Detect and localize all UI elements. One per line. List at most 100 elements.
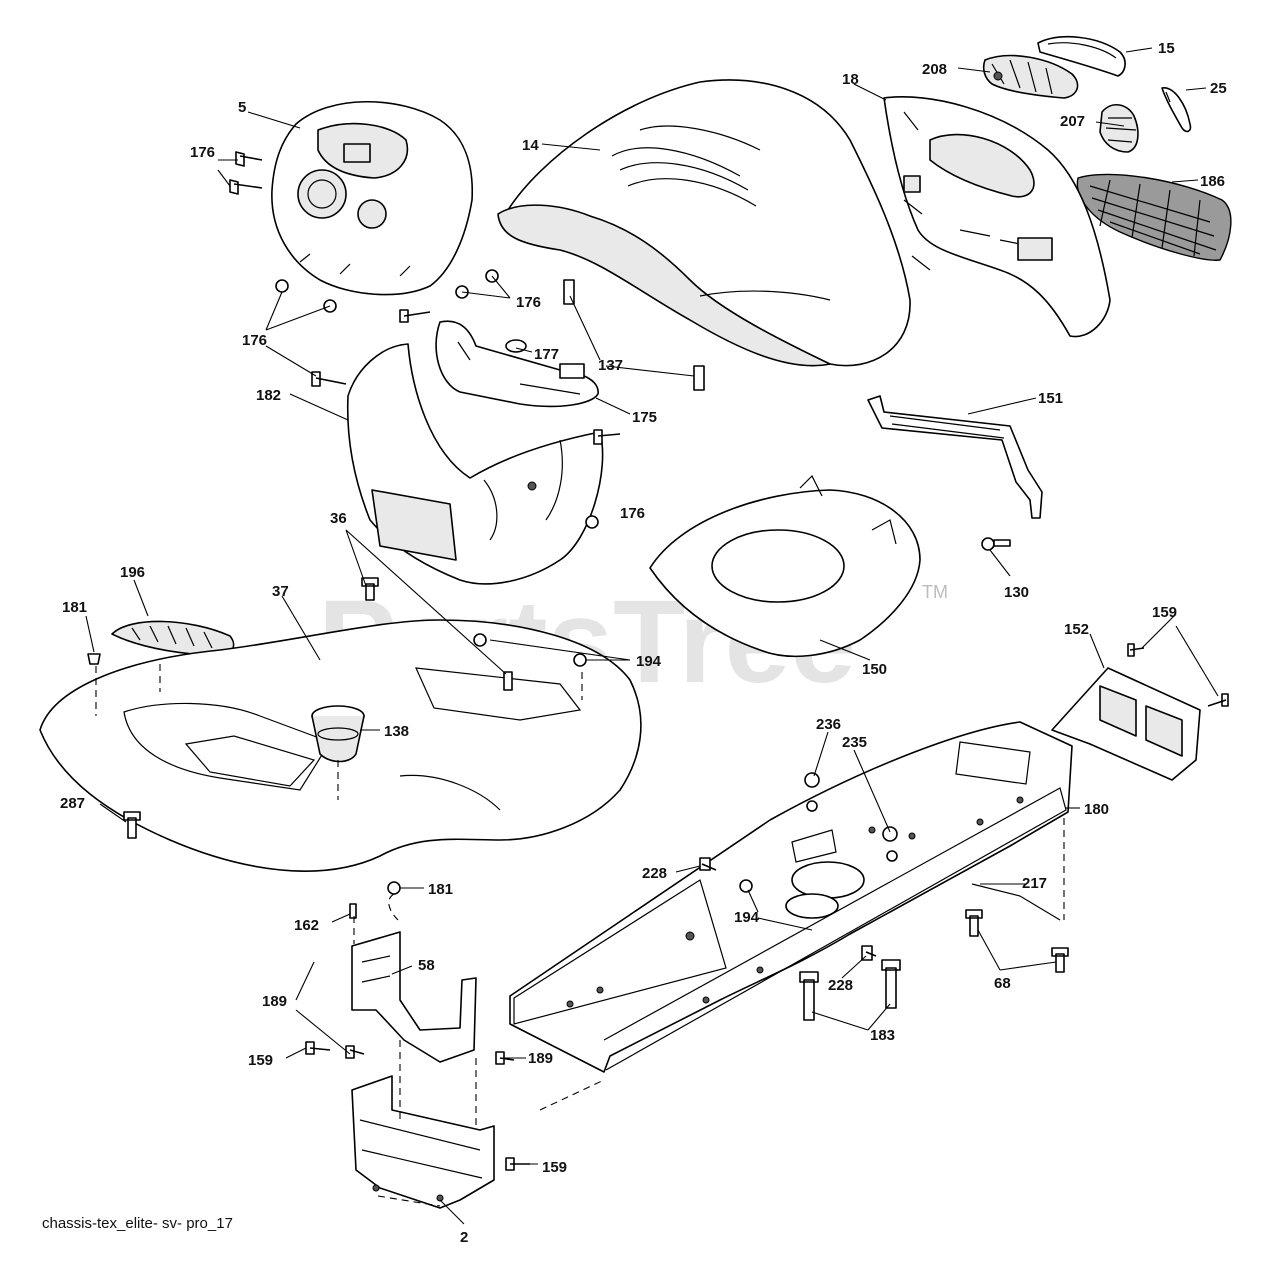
callout-5[interactable]: 5 <box>238 99 246 116</box>
nut-194[interactable] <box>739 879 753 893</box>
callout-228[interactable]: 228 <box>642 865 667 882</box>
nut-194[interactable] <box>473 633 487 647</box>
callout-175[interactable]: 175 <box>632 409 657 426</box>
part-14-hood[interactable] <box>497 79 911 367</box>
rod-217[interactable] <box>971 883 1061 921</box>
callout-183[interactable]: 183 <box>870 1027 895 1044</box>
part-137-spacer[interactable] <box>563 279 705 391</box>
callout-181[interactable]: 181 <box>428 881 453 898</box>
part-208-headlight[interactable] <box>982 54 1079 99</box>
callout-236[interactable]: 236 <box>816 716 841 733</box>
part-207-lamp-socket[interactable] <box>1099 104 1139 153</box>
callout-186[interactable]: 186 <box>1200 173 1225 190</box>
bolt-159[interactable] <box>1207 693 1229 707</box>
part-58-bracket[interactable] <box>351 931 477 1063</box>
callout-18[interactable]: 18 <box>842 71 859 88</box>
part-151-bracket[interactable] <box>867 395 1043 519</box>
part-180-main-frame[interactable] <box>509 721 1073 1073</box>
callout-14[interactable]: 14 <box>522 137 539 154</box>
callout-176[interactable]: 176 <box>242 332 267 349</box>
bolt-159[interactable] <box>305 1041 331 1055</box>
callout-177[interactable]: 177 <box>534 346 559 363</box>
part-25-trim-clip[interactable] <box>1161 87 1192 133</box>
bolt-176[interactable] <box>593 429 621 445</box>
bolt-176[interactable] <box>235 151 263 167</box>
callout-15[interactable]: 15 <box>1158 40 1175 57</box>
callout-194[interactable]: 194 <box>734 909 760 926</box>
clip-181[interactable] <box>387 881 401 895</box>
bolt-183[interactable] <box>881 959 901 1009</box>
washer-236[interactable] <box>804 772 820 788</box>
part-5-dash-console[interactable] <box>271 101 474 296</box>
callout-176[interactable]: 176 <box>516 294 541 311</box>
pin-162[interactable] <box>349 903 357 919</box>
callout-130[interactable]: 130 <box>1004 584 1029 601</box>
nut-176[interactable] <box>585 515 599 529</box>
leader-lines <box>85 47 1219 1225</box>
bolt-176[interactable] <box>399 309 431 323</box>
part-2-lower-bracket[interactable] <box>351 1075 495 1209</box>
callout-138[interactable]: 138 <box>384 723 409 740</box>
callout-235[interactable]: 235 <box>842 734 867 751</box>
bolt-159[interactable] <box>1127 643 1145 657</box>
part-186-grille[interactable] <box>1076 173 1232 261</box>
bolt-68[interactable] <box>1051 947 1069 973</box>
bolt-176[interactable] <box>311 371 347 387</box>
callout-159[interactable]: 159 <box>542 1159 567 1176</box>
callout-180[interactable]: 180 <box>1084 801 1109 818</box>
nut-194[interactable] <box>573 653 587 667</box>
callout-150[interactable]: 150 <box>862 661 887 678</box>
callout-2[interactable]: 2 <box>460 1229 468 1246</box>
clip-181[interactable] <box>87 653 101 665</box>
callout-189[interactable]: 189 <box>528 1050 553 1067</box>
bolt-189[interactable] <box>495 1051 515 1065</box>
callout-182[interactable]: 182 <box>256 387 281 404</box>
bolt-176[interactable] <box>229 179 263 195</box>
callout-151[interactable]: 151 <box>1038 390 1063 407</box>
bolt-183[interactable] <box>799 971 819 1021</box>
callout-189[interactable]: 189 <box>262 993 287 1010</box>
callout-181[interactable]: 181 <box>62 599 87 616</box>
callout-207[interactable]: 207 <box>1060 113 1085 130</box>
callout-208[interactable]: 208 <box>922 61 947 78</box>
callout-217[interactable]: 217 <box>1022 875 1047 892</box>
bolt-68[interactable] <box>965 909 983 937</box>
callout-176[interactable]: 176 <box>620 505 645 522</box>
callout-194[interactable]: 194 <box>636 653 662 670</box>
diagram-id-caption: chassis-tex_elite- sv- pro_17 <box>42 1215 233 1232</box>
watermark-tm: TM <box>922 582 948 602</box>
part-175-dash-bracket[interactable] <box>435 320 599 408</box>
callout-58[interactable]: 58 <box>418 957 435 974</box>
callout-196[interactable]: 196 <box>120 564 145 581</box>
fasteners <box>87 151 1229 1171</box>
callout-176[interactable]: 176 <box>190 144 215 161</box>
nut-236[interactable] <box>806 800 818 812</box>
callout-159[interactable]: 159 <box>248 1052 273 1069</box>
callout-159[interactable]: 159 <box>1152 604 1177 621</box>
part-130-screw[interactable] <box>981 537 1011 551</box>
nut-235[interactable] <box>886 850 898 862</box>
callout-68[interactable]: 68 <box>994 975 1011 992</box>
part-18-front-nose[interactable] <box>883 96 1111 338</box>
part-138-boot[interactable] <box>311 705 365 763</box>
callout-287[interactable]: 287 <box>60 795 85 812</box>
bolt-194[interactable] <box>503 671 513 691</box>
callout-25[interactable]: 25 <box>1210 80 1227 97</box>
bolt-36[interactable] <box>361 577 379 601</box>
callout-36[interactable]: 36 <box>330 510 347 527</box>
washer-235[interactable] <box>882 826 898 842</box>
callout-228[interactable]: 228 <box>828 977 853 994</box>
callout-37[interactable]: 37 <box>272 583 289 600</box>
nut-176[interactable] <box>275 279 289 293</box>
part-152-battery-tray[interactable] <box>1051 667 1201 781</box>
part-182-dash-panel[interactable] <box>346 343 604 585</box>
bolt-287[interactable] <box>123 811 141 839</box>
bolt-189[interactable] <box>345 1045 365 1059</box>
callout-152[interactable]: 152 <box>1064 621 1089 638</box>
part-150-pedestal-cover[interactable] <box>649 474 921 658</box>
callout-162[interactable]: 162 <box>294 917 319 934</box>
callout-137[interactable]: 137 <box>598 357 623 374</box>
part-15-lens-cover[interactable] <box>1037 36 1126 77</box>
